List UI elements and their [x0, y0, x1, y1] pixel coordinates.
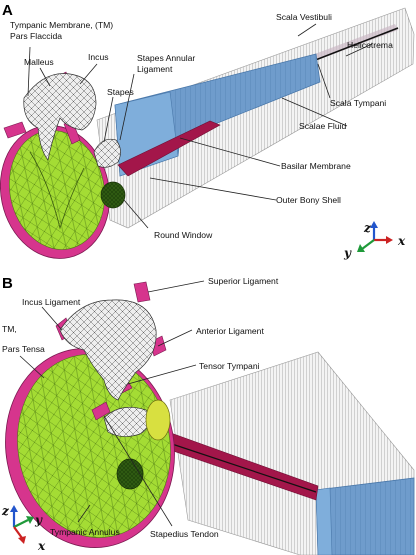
- tympanic-membrane-b: [5, 348, 175, 548]
- label-helicotrema: Helicotrema: [347, 40, 393, 50]
- label-tm-pars-flaccida-2: Pars Flaccida: [10, 31, 62, 41]
- malleus-incus-mesh: [23, 73, 97, 161]
- label-scala-vestibuli: Scala Vestibuli: [276, 12, 332, 22]
- axis-b-y-label: y: [34, 513, 43, 527]
- panel-b-letter: B: [2, 275, 13, 292]
- ligament-tab: [3, 121, 27, 139]
- label-scala-tympani: Scala Tympani: [330, 98, 386, 108]
- label-stapes: Stapes: [107, 87, 134, 97]
- axis-a-x-label: x: [397, 234, 406, 248]
- basilar-edge-line: [159, 439, 317, 493]
- label-outer-bony-shell: Outer Bony Shell: [276, 195, 341, 205]
- axis-a-y-label: y: [343, 246, 352, 260]
- panel-a: A: [0, 2, 415, 260]
- label-round-window: Round Window: [154, 230, 213, 240]
- label-tm-pars-flaccida-1: Tympanic Membrane, (TM): [10, 20, 113, 30]
- tympanic-membrane-a: [0, 125, 111, 259]
- label-malleus: Malleus: [24, 57, 54, 67]
- label-stapes-annular-ligament-2: Ligament: [137, 64, 173, 74]
- axis-a-z-label: z: [363, 221, 372, 235]
- axis-b-x-label: x: [37, 539, 46, 553]
- scalae-fluid-b-face: [315, 487, 333, 555]
- label-basilar-membrane: Basilar Membrane: [281, 161, 351, 171]
- superior-ligament-tab: [133, 281, 151, 303]
- label-scalae-fluid: Scalae Fluid: [299, 121, 347, 131]
- stapes-footplate: [145, 399, 171, 441]
- panel-a-letter: A: [2, 2, 13, 19]
- label-incus: Incus: [88, 52, 109, 62]
- label-stapes-annular-ligament-1: Stapes Annular: [137, 53, 195, 63]
- stapes-mesh: [93, 138, 121, 168]
- label-tm-pars-tensa-2: Pars Tensa: [2, 344, 45, 354]
- panel-b: B Superior Li: [1, 275, 415, 555]
- label-superior-ligament: Superior Ligament: [208, 276, 279, 286]
- basilar-membrane: [117, 120, 221, 177]
- axis-triad-b: z y x: [1, 504, 46, 553]
- outer-bony-shell: [96, 7, 415, 229]
- label-anterior-ligament: Anterior Ligament: [196, 326, 264, 336]
- round-window: [100, 181, 126, 209]
- axis-triad-a: z x y: [343, 221, 406, 260]
- stapedius-tab: [91, 401, 111, 421]
- axis-b-z-label: z: [1, 504, 10, 518]
- label-stapedius-tendon: Stapedius Tendon: [150, 529, 219, 539]
- label-incus-ligament: Incus Ligament: [22, 297, 81, 307]
- ossicle-chain-mesh: [59, 299, 157, 401]
- round-window-b: [116, 458, 144, 490]
- label-tympanic-annulus: Tympanic Annulus: [50, 527, 120, 537]
- label-tm-pars-tensa-1: TM,: [2, 324, 17, 334]
- label-tensor-tympani: Tensor Tympani: [199, 361, 260, 371]
